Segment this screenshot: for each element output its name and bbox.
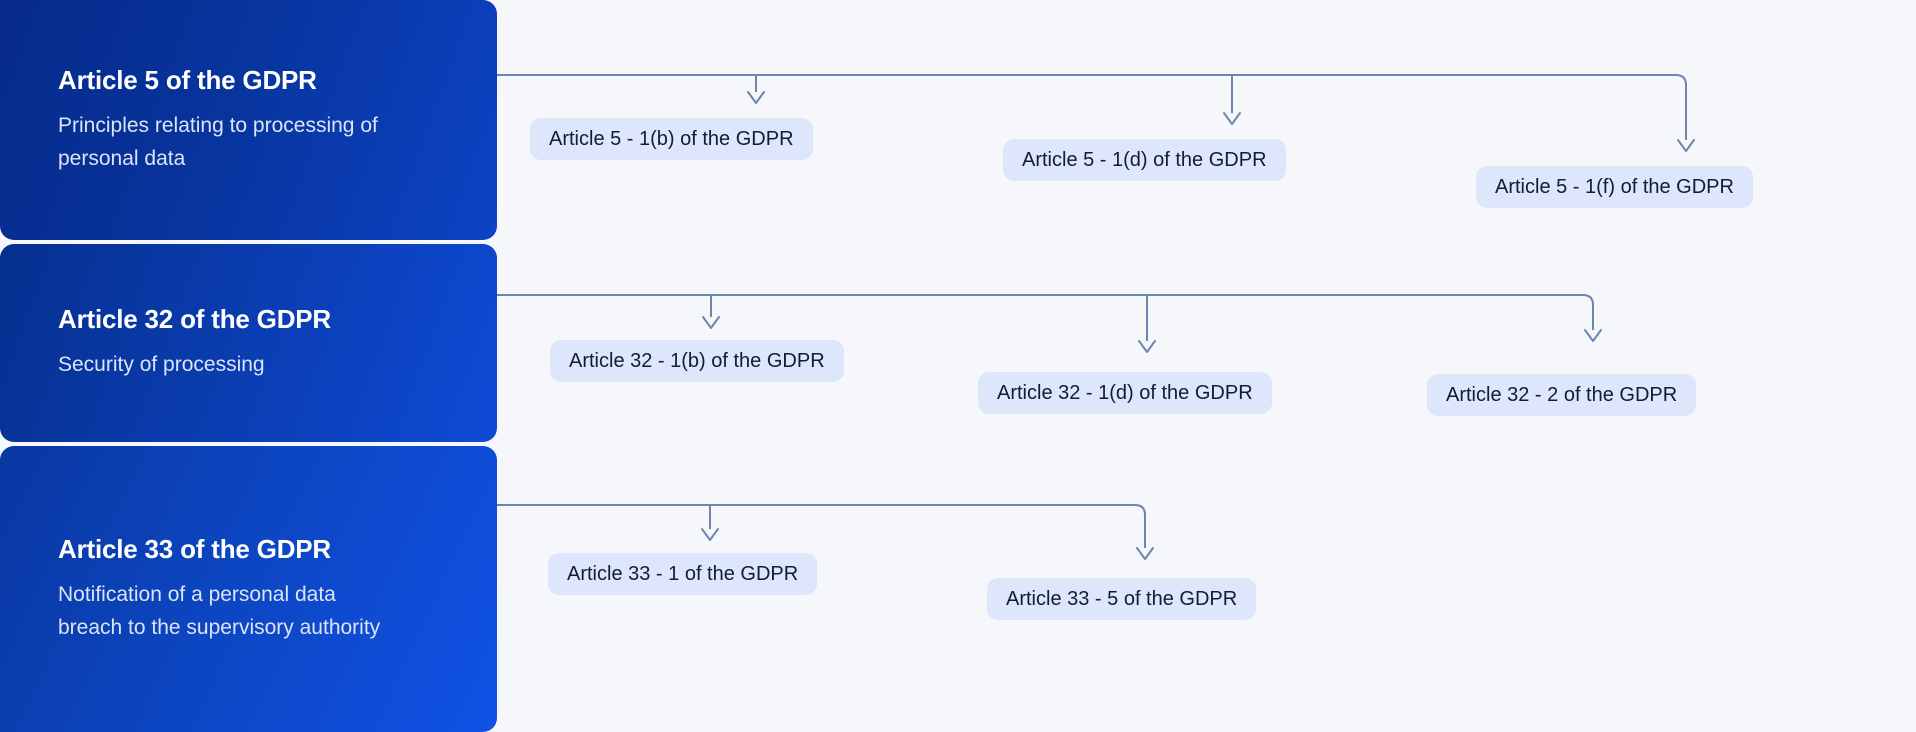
group-subtitle: Principles relating to processing of per… [58,114,378,170]
arrowhead-32-2 [1584,329,1602,342]
group-card-article-5[interactable]: Article 5 of the GDPR Principles relatin… [0,0,497,240]
connector-trunk-row-3 [497,504,1146,548]
article-pill-33-1[interactable]: Article 33 - 1 of the GDPR [548,553,818,595]
article-pill-32-1b[interactable]: Article 32 - 1(b) of the GDPR [550,340,844,382]
arrowhead-33-1 [701,528,719,541]
arrowhead-5-1b [747,91,765,104]
group-title: Article 33 of the GDPR [58,533,331,564]
article-pill-5-1f[interactable]: Article 5 - 1(f) of the GDPR [1476,166,1753,208]
group-title: Article 5 of the GDPR [58,64,317,95]
article-pill-5-1b[interactable]: Article 5 - 1(b) of the GDPR [530,118,813,160]
connector-trunk-row-2 [497,294,1594,330]
article-pill-5-1d[interactable]: Article 5 - 1(d) of the GDPR [1003,139,1286,181]
article-pill-33-5[interactable]: Article 33 - 5 of the GDPR [987,578,1257,620]
article-pill-32-2[interactable]: Article 32 - 2 of the GDPR [1427,374,1697,416]
arrowhead-33-5 [1136,547,1154,560]
arrowhead-5-1d [1223,112,1241,125]
arrowhead-32-1d [1138,340,1156,353]
article-pill-32-1d[interactable]: Article 32 - 1(d) of the GDPR [978,372,1272,414]
group-title: Article 32 of the GDPR [58,304,331,335]
group-card-article-32[interactable]: Article 32 of the GDPR Security of proce… [0,244,497,442]
group-card-article-33[interactable]: Article 33 of the GDPR Notification of a… [0,446,497,732]
arrowhead-32-1b [702,316,720,329]
group-subtitle: Security of processing [58,353,265,377]
arrowhead-5-1f [1677,139,1695,152]
group-subtitle: Notification of a personal data breach t… [58,583,381,639]
